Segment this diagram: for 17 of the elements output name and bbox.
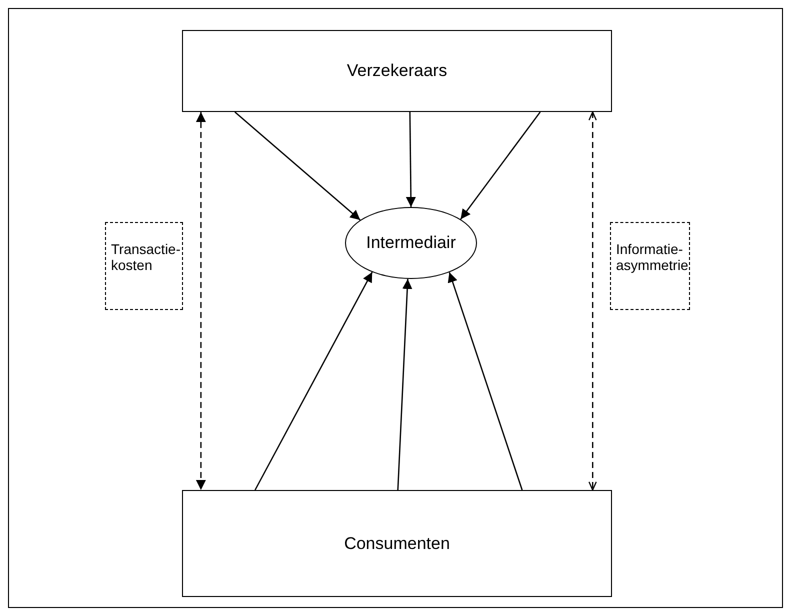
dashed-box xyxy=(105,222,183,310)
dashed-double-arrow xyxy=(196,112,206,490)
arrow xyxy=(448,272,523,490)
dashed-box xyxy=(610,222,690,310)
box xyxy=(182,30,612,112)
arrow xyxy=(397,278,412,490)
node-label: Verzekeraars xyxy=(346,61,448,81)
dashed-double-arrow xyxy=(588,111,597,491)
arrow xyxy=(406,112,416,207)
arrow xyxy=(254,272,373,490)
node-label: Intermediair xyxy=(366,233,456,253)
node-label: Transactie- kosten xyxy=(111,241,181,273)
arrow xyxy=(460,112,541,220)
arrow xyxy=(234,112,361,221)
node-label: Consumenten xyxy=(344,534,450,554)
node-label: Informatie- asymmetrie xyxy=(616,241,688,273)
box xyxy=(182,490,612,597)
